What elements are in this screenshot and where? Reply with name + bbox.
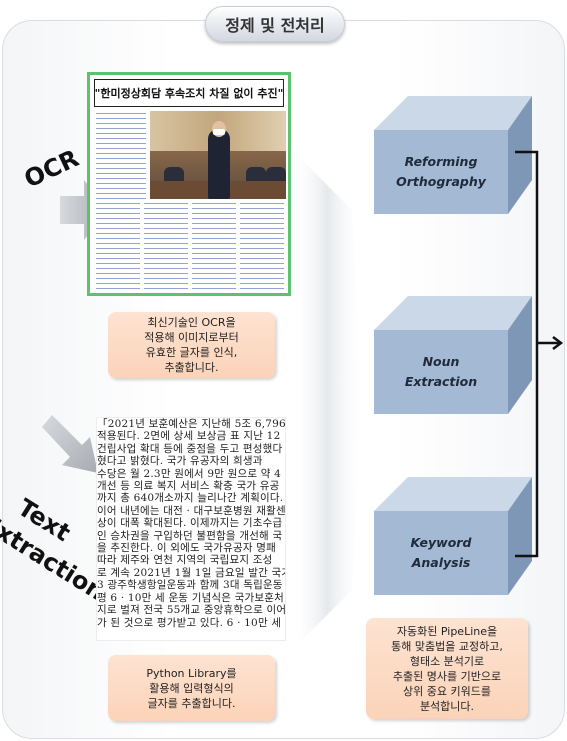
step-cube <box>374 296 532 414</box>
newspaper-column <box>144 203 188 291</box>
newspaper-column <box>96 113 146 199</box>
extracted-text-document: 「2021년 보훈예산은 지난해 5조 6,796억 적용된다. 2면에 상세 … <box>96 417 286 641</box>
step-cube <box>374 96 532 214</box>
pipeline-note: 자동화된 PipeLine을 통해 맞춤법을 교정하고, 형태소 분석기로 추출… <box>366 618 528 719</box>
newspaper-column <box>96 203 140 291</box>
ocr-note: 최신기술인 OCR을 적용해 이미지로부터 유효한 글자를 인식, 추출합니다. <box>108 312 275 378</box>
step-reforming-orthography: Reforming Orthography <box>396 154 486 189</box>
process-funnel-shape <box>292 150 362 650</box>
output-arrow-icon <box>515 150 564 558</box>
newspaper-column <box>192 203 236 291</box>
newspaper-photo <box>150 111 286 199</box>
newspaper-column <box>240 203 284 291</box>
newspaper-image: "한미정상회담 후속조치 차질 없이 추진" <box>87 72 291 296</box>
newspaper-headline: "한미정상회담 후속조치 차질 없이 추진" <box>94 79 284 107</box>
step-keyword-analysis: Keyword Analysis <box>410 535 472 570</box>
text-extraction-arrow-icon <box>42 415 98 473</box>
python-library-note: Python Library를 활용해 입력형식의 글자를 추출합니다. <box>108 655 275 721</box>
step-noun-extraction: Noun Extraction <box>404 354 478 389</box>
diagram-title: 정제 및 전처리 <box>205 6 345 42</box>
step-cube <box>374 477 532 595</box>
